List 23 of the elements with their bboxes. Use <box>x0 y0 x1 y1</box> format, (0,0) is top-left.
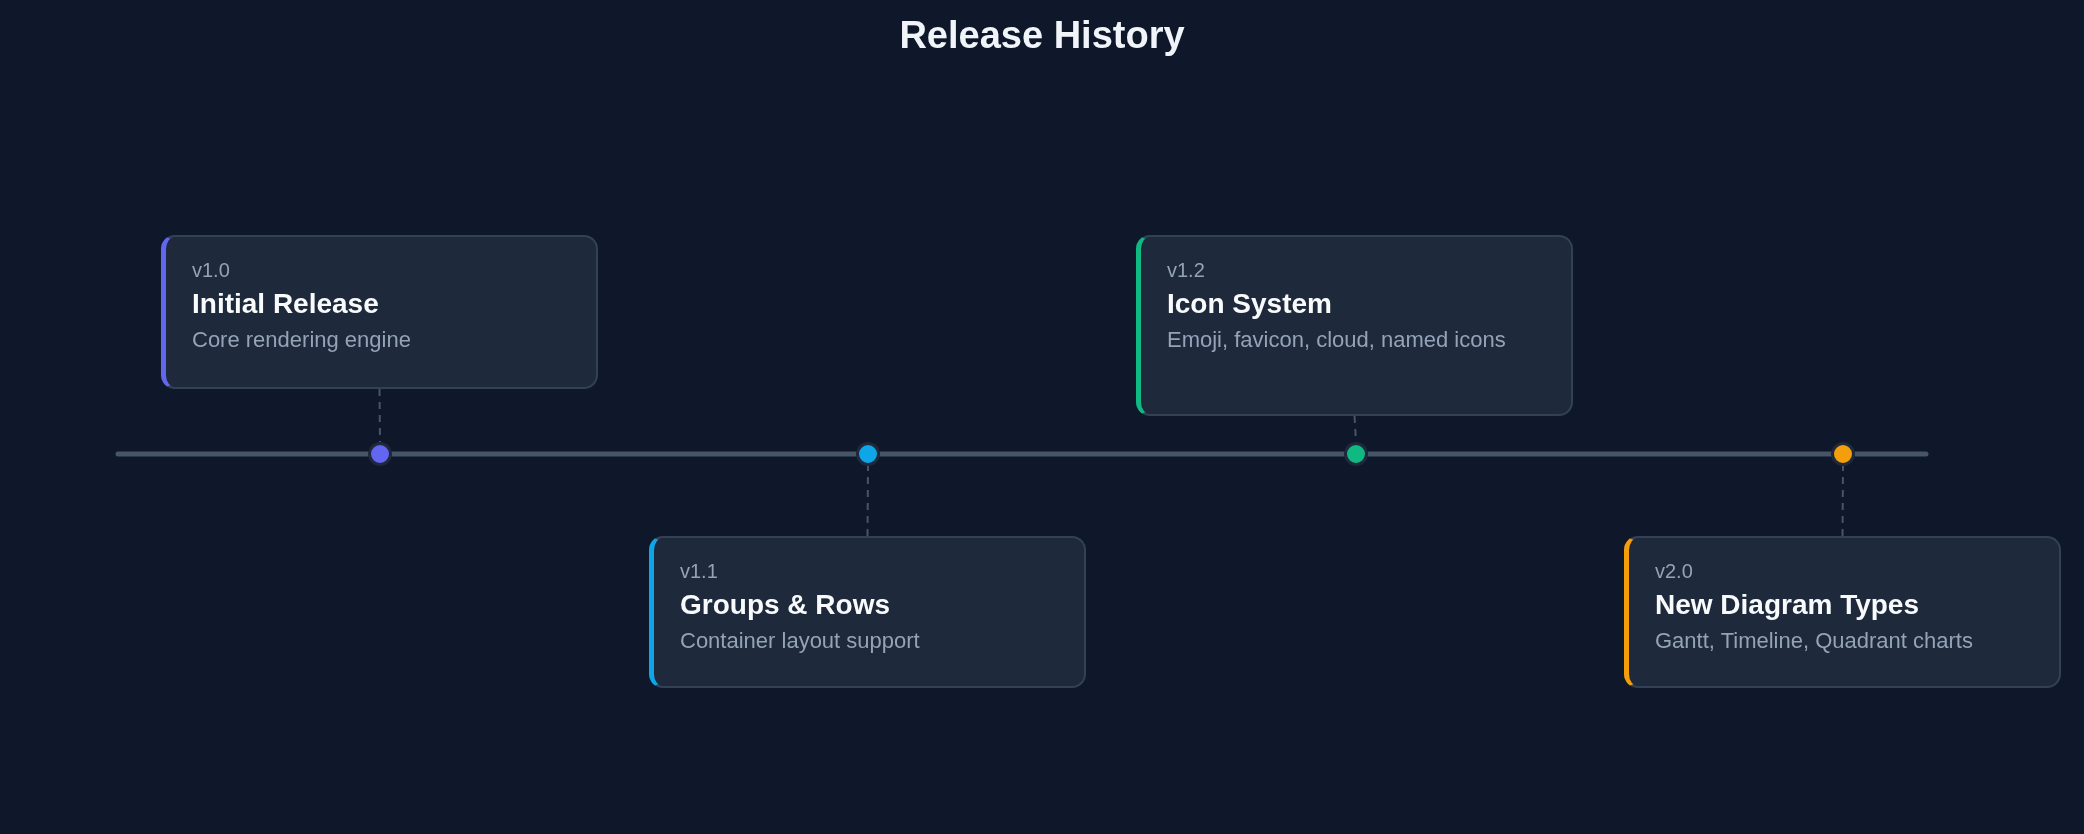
version-label: v2.0 <box>1655 560 1693 583</box>
release-title: Initial Release <box>192 288 379 320</box>
release-description: Emoji, favicon, cloud, named icons <box>1167 326 1506 354</box>
release-description: Gantt, Timeline, Quadrant charts <box>1655 627 1973 655</box>
version-label: v1.0 <box>192 259 230 282</box>
timeline-dot <box>1831 442 1855 466</box>
release-card <box>1624 536 2061 688</box>
connector-line <box>1841 465 1844 537</box>
release-title: Groups & Rows <box>680 589 890 621</box>
release-card <box>649 536 1086 688</box>
version-label: v1.2 <box>1167 259 1205 282</box>
release-description: Container layout support <box>680 627 920 655</box>
timeline-dot <box>856 442 880 466</box>
release-card <box>161 235 598 389</box>
release-description: Core rendering engine <box>192 326 411 354</box>
diagram-title: Release History <box>899 14 1185 56</box>
release-title: New Diagram Types <box>1655 589 1920 621</box>
release-card <box>1136 235 1573 416</box>
connector-line <box>866 465 869 537</box>
timeline-dot <box>368 442 392 466</box>
release-title: Icon System <box>1167 288 1332 320</box>
timeline-dot <box>1344 442 1368 466</box>
version-label: v1.1 <box>680 560 718 583</box>
